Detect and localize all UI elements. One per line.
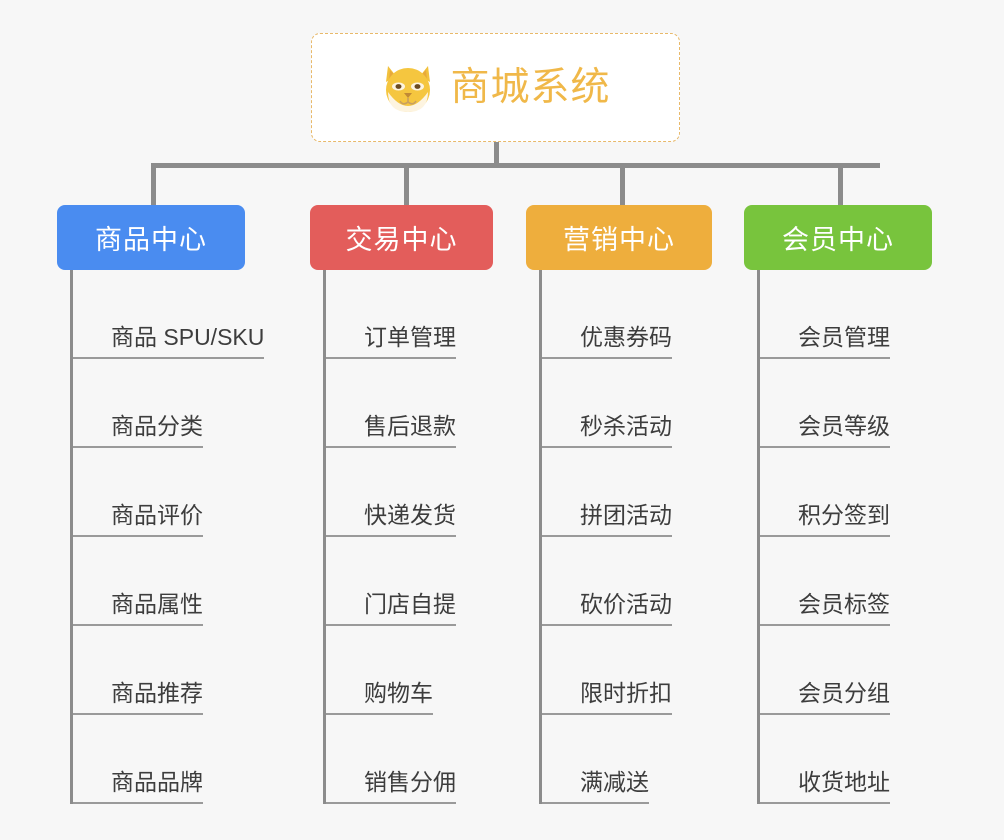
category-header-4[interactable]: 会员中心 [744, 205, 932, 270]
item-underline [326, 713, 433, 715]
item-underline [73, 357, 265, 359]
item-underline [326, 357, 456, 359]
list-item[interactable]: 会员分组 [760, 626, 932, 715]
item-list-2: 订单管理 售后退款 快递发货 门店自提 购物车 销售分佣 [323, 270, 493, 804]
item-underline [73, 446, 203, 448]
item-underline [542, 535, 672, 537]
list-item[interactable]: 秒杀活动 [542, 359, 712, 448]
list-item[interactable]: 快递发货 [326, 448, 493, 537]
item-underline [326, 446, 456, 448]
list-item[interactable]: 会员管理 [760, 270, 932, 359]
category-header-3[interactable]: 营销中心 [526, 205, 712, 270]
list-item[interactable]: 收货地址 [760, 715, 932, 804]
connector-root-stem [494, 142, 499, 165]
item-underline [326, 802, 456, 804]
list-item[interactable]: 积分签到 [760, 448, 932, 537]
connector-drop-3 [620, 163, 625, 208]
item-underline [542, 802, 649, 804]
item-underline [760, 357, 890, 359]
list-item-label: 会员分组 [798, 680, 890, 706]
list-item[interactable]: 商品评价 [73, 448, 245, 537]
list-item[interactable]: 满减送 [542, 715, 712, 804]
list-item[interactable]: 优惠券码 [542, 270, 712, 359]
list-item[interactable]: 商品 SPU/SKU [73, 270, 265, 359]
branch-column-4: 会员中心 会员管理 会员等级 积分签到 会员标签 会员分组 [744, 205, 932, 804]
list-item[interactable]: 会员等级 [760, 359, 932, 448]
list-item[interactable]: 砍价活动 [542, 537, 712, 626]
list-item[interactable]: 限时折扣 [542, 626, 712, 715]
category-header-2[interactable]: 交易中心 [310, 205, 493, 270]
list-item[interactable]: 商品品牌 [73, 715, 245, 804]
list-item[interactable]: 售后退款 [326, 359, 493, 448]
list-item-label: 会员等级 [798, 413, 890, 439]
list-item-label: 商品 SPU/SKU [111, 324, 265, 350]
list-item-label: 收货地址 [798, 769, 890, 795]
item-underline [326, 535, 456, 537]
item-list-4: 会员管理 会员等级 积分签到 会员标签 会员分组 收货地址 [757, 270, 932, 804]
list-item-label: 秒杀活动 [580, 413, 672, 439]
item-underline [73, 624, 203, 626]
list-item-label: 门店自提 [364, 591, 456, 617]
list-item-label: 快递发货 [364, 502, 456, 528]
branch-column-2: 交易中心 订单管理 售后退款 快递发货 门店自提 购物车 [310, 205, 493, 804]
item-underline [542, 624, 672, 626]
list-item[interactable]: 购物车 [326, 626, 493, 715]
list-item[interactable]: 会员标签 [760, 537, 932, 626]
item-underline [760, 802, 890, 804]
list-item[interactable]: 商品属性 [73, 537, 245, 626]
branch-column-3: 营销中心 优惠券码 秒杀活动 拼团活动 砍价活动 限时折扣 [526, 205, 712, 804]
item-underline [760, 624, 890, 626]
list-item-label: 限时折扣 [580, 680, 672, 706]
list-item-label: 商品品牌 [111, 769, 203, 795]
list-item-label: 会员标签 [798, 591, 890, 617]
category-header-1[interactable]: 商品中心 [57, 205, 245, 270]
list-item-label: 订单管理 [364, 324, 456, 350]
shiba-dog-icon [380, 62, 436, 114]
item-underline [73, 713, 203, 715]
list-item[interactable]: 商品推荐 [73, 626, 245, 715]
connector-drop-1 [151, 163, 156, 208]
item-underline [542, 446, 672, 448]
list-item[interactable]: 销售分佣 [326, 715, 493, 804]
list-item-label: 积分签到 [798, 502, 890, 528]
root-node-shop-system[interactable]: 商城系统 [311, 33, 680, 142]
list-item-label: 商品推荐 [111, 680, 203, 706]
item-list-3: 优惠券码 秒杀活动 拼团活动 砍价活动 限时折扣 满减送 [539, 270, 712, 804]
list-item-label: 商品属性 [111, 591, 203, 617]
list-item[interactable]: 门店自提 [326, 537, 493, 626]
list-item-label: 销售分佣 [364, 769, 456, 795]
list-item[interactable]: 拼团活动 [542, 448, 712, 537]
connector-drop-4 [838, 163, 843, 208]
connector-drop-2 [404, 163, 409, 208]
item-underline [760, 446, 890, 448]
list-item-label: 会员管理 [798, 324, 890, 350]
item-underline [326, 624, 456, 626]
list-item-label: 商品评价 [111, 502, 203, 528]
branch-column-1: 商品中心 商品 SPU/SKU 商品分类 商品评价 商品属性 商品推荐 [57, 205, 265, 804]
list-item[interactable]: 商品分类 [73, 359, 245, 448]
item-underline [73, 802, 203, 804]
root-title: 商城系统 [450, 66, 611, 109]
item-underline [542, 713, 672, 715]
list-item-label: 购物车 [364, 680, 433, 706]
item-underline [760, 713, 890, 715]
list-item-label: 优惠券码 [580, 324, 672, 350]
list-item-label: 拼团活动 [580, 502, 672, 528]
list-item-label: 砍价活动 [580, 591, 672, 617]
item-underline [760, 535, 890, 537]
item-underline [542, 357, 672, 359]
list-item-label: 满减送 [580, 769, 649, 795]
list-item-label: 商品分类 [111, 413, 203, 439]
list-item[interactable]: 订单管理 [326, 270, 493, 359]
item-list-1: 商品 SPU/SKU 商品分类 商品评价 商品属性 商品推荐 商品品牌 [70, 270, 265, 804]
connector-bus [151, 163, 880, 168]
list-item-label: 售后退款 [364, 413, 456, 439]
item-underline [73, 535, 203, 537]
